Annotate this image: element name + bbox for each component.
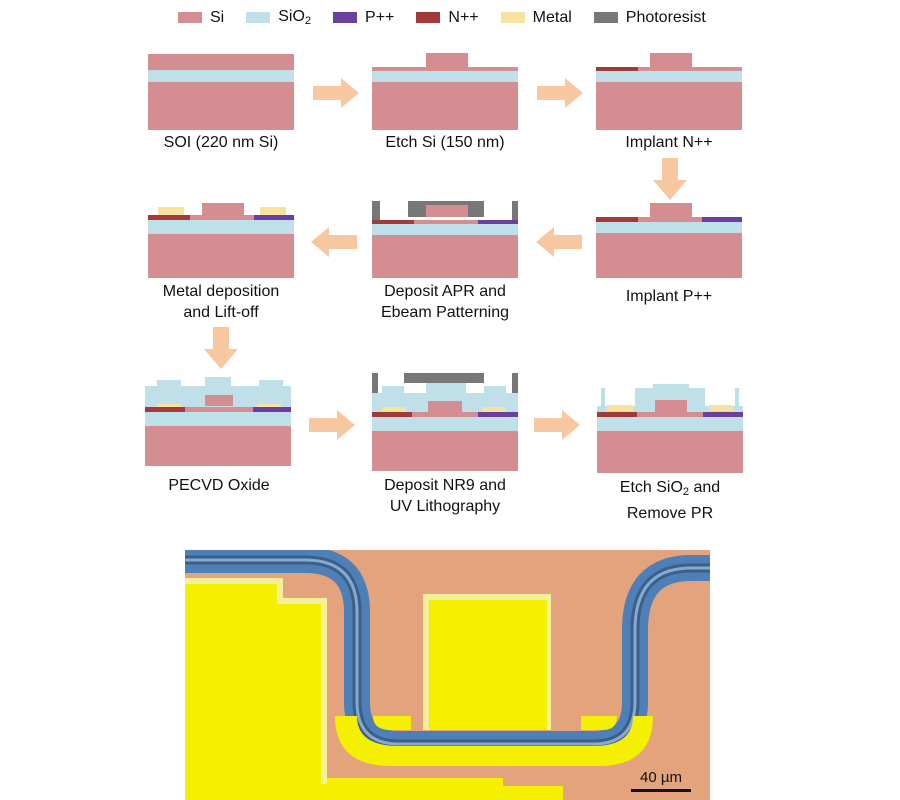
legend-swatch-n-plus	[416, 12, 441, 23]
arrow-right-4	[534, 410, 580, 440]
step-etch-sio2-diagram	[597, 380, 747, 473]
step-apr-ebeam-diagram	[372, 200, 522, 290]
scale-bar-label: 40 µm	[640, 769, 682, 786]
legend-item-metal: Metal	[500, 8, 572, 27]
step-soi-diagram	[148, 50, 298, 140]
legend-item-n-plus: N++	[416, 8, 479, 27]
step-implant-n-caption: Implant N++	[625, 134, 713, 151]
legend-label-si: Si	[210, 8, 225, 26]
legend-swatch-photoresist	[593, 12, 618, 23]
step-pecvd-oxide-caption: PECVD Oxide	[168, 477, 270, 494]
legend-item-si: Si	[178, 9, 224, 27]
step-etch-sio2-caption: Etch SiO2 and Remove PR	[619, 479, 721, 522]
legend-swatch-sio2	[246, 12, 271, 23]
scale-bar-line	[631, 789, 691, 792]
arrow-left-1	[536, 227, 582, 257]
step-etch-si-diagram	[372, 50, 522, 140]
arrow-down-1	[653, 158, 687, 200]
step-etch-si-caption: Etch Si (150 nm)	[385, 134, 505, 151]
step-soi-caption: SOI (220 nm Si)	[163, 134, 279, 151]
legend: Si SiO2 P++ N++ Metal Photoresist	[178, 8, 728, 27]
step-pecvd-oxide-diagram	[145, 375, 295, 466]
legend-label-n-plus: N++	[448, 8, 479, 26]
legend-item-photoresist: Photoresist	[593, 8, 706, 27]
step-metal-liftoff-caption: Metal deposition and Lift-off	[162, 283, 280, 321]
legend-label-p-plus: P++	[365, 8, 395, 26]
legend-swatch-si	[178, 12, 202, 23]
arrow-right-1	[313, 78, 359, 108]
step-metal-liftoff-diagram	[148, 200, 298, 290]
legend-item-p-plus: P++	[333, 9, 394, 27]
arrow-right-3	[309, 410, 355, 440]
arrow-left-2	[311, 227, 357, 257]
step-implant-n-diagram	[596, 50, 746, 140]
legend-label-metal: Metal	[532, 8, 572, 26]
step-nr9-uv-diagram	[372, 373, 522, 471]
step-nr9-uv-caption: Deposit NR9 and UV Lithography	[384, 477, 506, 515]
legend-label-sio2: SiO2	[278, 8, 312, 27]
legend-label-photoresist: Photoresist	[625, 8, 706, 26]
step-apr-ebeam-caption: Deposit APR and Ebeam Patterning	[380, 283, 510, 321]
legend-swatch-p-plus	[333, 12, 358, 23]
arrow-down-2	[204, 327, 238, 369]
arrow-right-2	[537, 78, 583, 108]
legend-item-sio2: SiO2	[246, 8, 311, 27]
step-implant-p-caption: Implant P++	[625, 288, 713, 305]
device-micrograph: 40 µm	[185, 547, 710, 800]
legend-swatch-metal	[500, 12, 525, 23]
step-implant-p-diagram	[596, 200, 746, 290]
